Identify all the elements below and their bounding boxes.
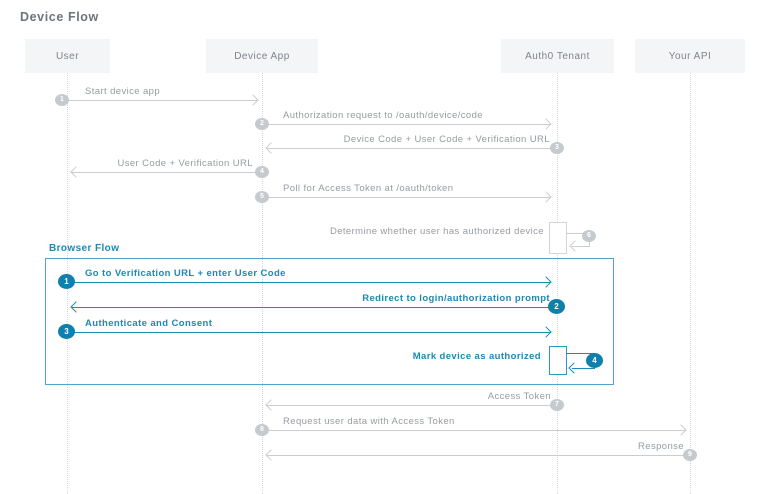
arrow-line (267, 405, 557, 406)
arrowhead-icon (540, 118, 552, 130)
arrow-line (72, 307, 557, 308)
arrowhead-icon (540, 191, 552, 203)
actor-device-app: Device App (206, 39, 318, 73)
step-number-badge: 4 (255, 166, 269, 178)
message-label: Device Code + User Code + Verification U… (343, 134, 550, 145)
arrowhead-icon (265, 142, 277, 154)
message-label: Response (638, 441, 684, 452)
message-label: Mark device as authorized (412, 351, 541, 362)
message-label: Authorization request to /oauth/device/c… (283, 110, 483, 121)
arrow-line (72, 172, 262, 173)
step-number-badge: 6 (582, 230, 596, 242)
actor-auth0-tenant: Auth0 Tenant (501, 39, 614, 73)
lifeline-auth0-tenant (557, 73, 558, 494)
step-number-badge: 2 (548, 299, 565, 314)
message-label: Poll for Access Token at /oauth/token (283, 183, 454, 194)
activation-auth0-tenant (549, 222, 567, 254)
step-number-badge: 3 (58, 324, 75, 339)
loop-line-bottom (572, 368, 595, 369)
browser-flow-box (45, 258, 614, 385)
lifeline-device-app (262, 73, 263, 494)
arrow-line (262, 197, 550, 198)
arrowhead-icon (247, 94, 259, 106)
message-label: User Code + Verification URL (117, 158, 253, 169)
arrowhead-icon (265, 449, 277, 461)
loop-line-bottom (572, 246, 590, 247)
arrow-line (267, 455, 690, 456)
step-number-badge: 2 (255, 118, 269, 130)
message-label: Redirect to login/authorization prompt (362, 293, 550, 304)
arrow-line (67, 332, 550, 333)
arrow-line (267, 148, 557, 149)
step-number-badge: 9 (683, 449, 697, 461)
message-label: Access Token (487, 391, 551, 402)
step-number-badge: 3 (550, 142, 564, 154)
arrowhead-icon (569, 240, 581, 252)
step-number-badge: 1 (55, 94, 69, 106)
step-number-badge: 1 (58, 274, 75, 289)
step-number-badge: 4 (586, 353, 603, 368)
message-label: Start device app (85, 86, 161, 97)
diagram-title: Device Flow (20, 10, 99, 24)
arrowhead-icon (675, 424, 687, 436)
step-number-badge: 5 (255, 191, 269, 203)
arrowhead-icon (265, 399, 277, 411)
message-label: Go to Verification URL + enter User Code (85, 268, 286, 279)
arrow-line (262, 124, 550, 125)
step-number-badge: 7 (550, 399, 564, 411)
actor-user: User (25, 39, 110, 73)
message-label: Determine whether user has authorized de… (329, 226, 544, 237)
loop-line-top (567, 233, 590, 234)
arrow-line (67, 282, 550, 283)
message-label: Authenticate and Consent (85, 318, 213, 329)
loop-line-top (566, 353, 595, 354)
actor-your-api: Your API (635, 39, 745, 73)
lifeline-your-api (690, 73, 691, 494)
arrow-line (262, 430, 685, 431)
step-number-badge: 8 (255, 424, 269, 436)
arrow-line (67, 100, 257, 101)
arrowhead-icon (70, 166, 82, 178)
activation-auth0-browser (549, 346, 567, 375)
browser-flow-label: Browser Flow (49, 243, 120, 254)
message-label: Request user data with Access Token (283, 416, 455, 427)
